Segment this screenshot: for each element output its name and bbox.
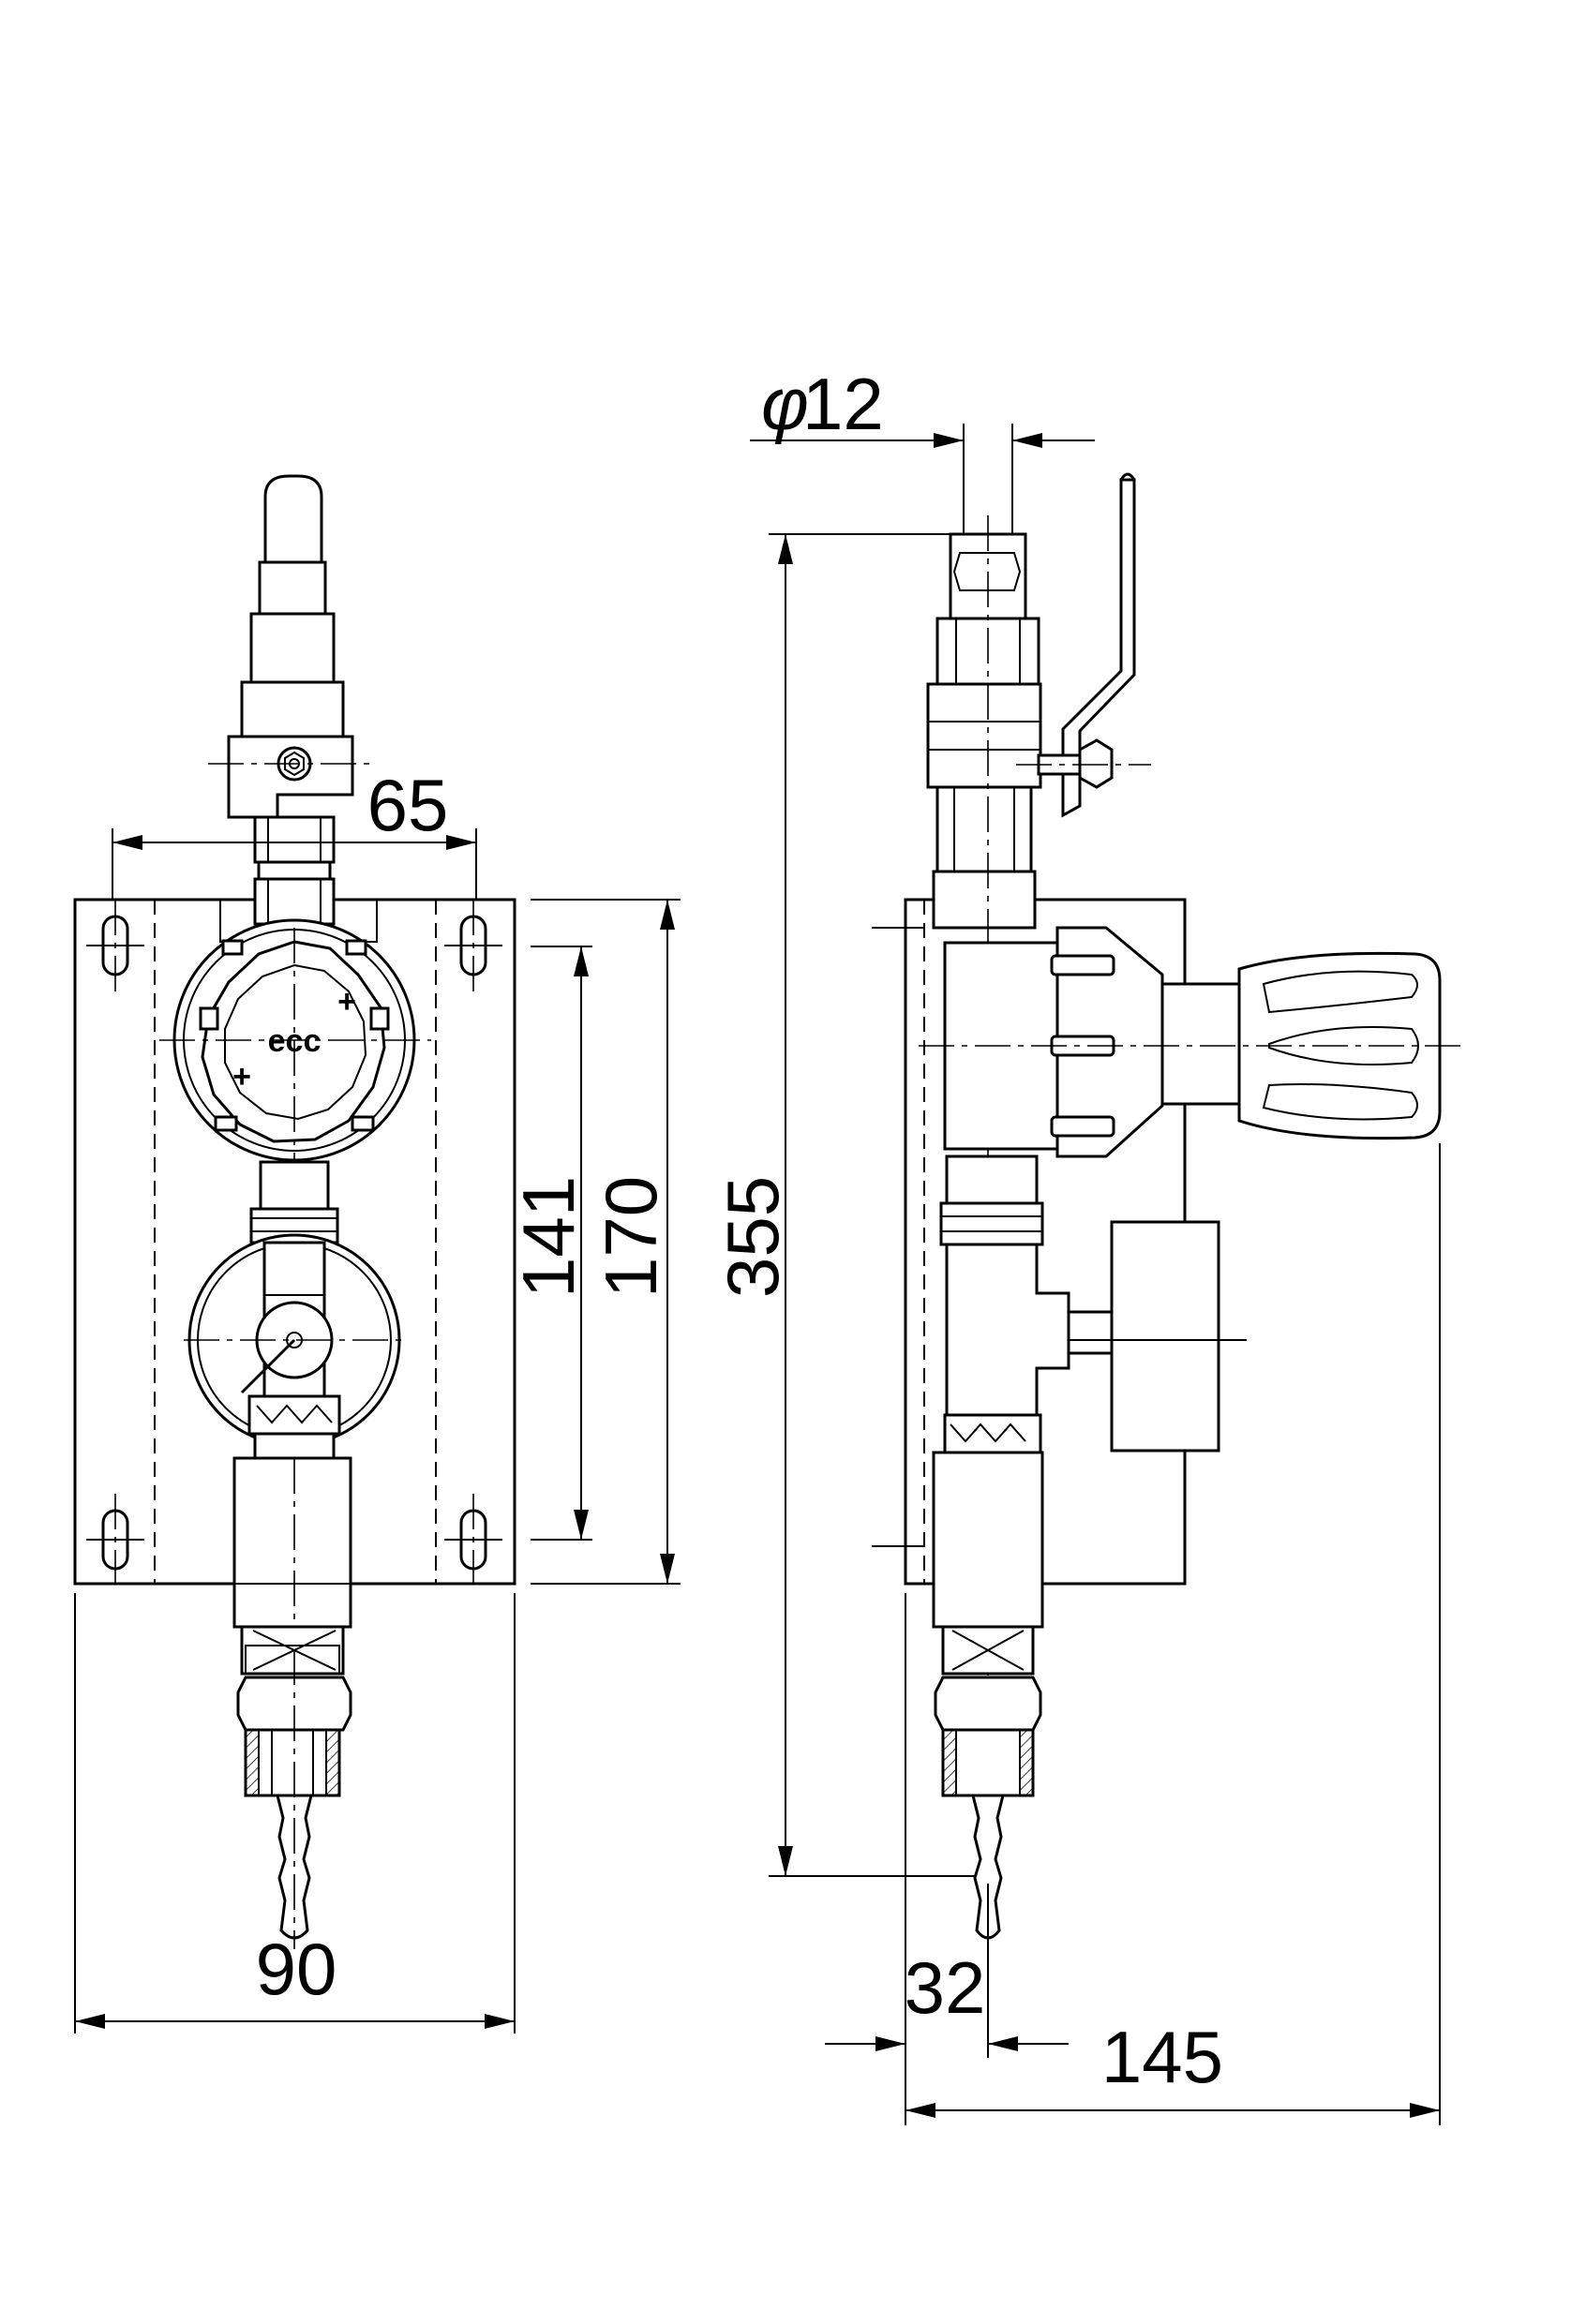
plus-mark-right: + [337, 984, 356, 1020]
brand-logo: ecc [268, 1023, 322, 1059]
dimension-90-label: 90 [256, 1928, 337, 2010]
front-pressure-gauge [184, 1233, 405, 1460]
diameter-symbol: φ [761, 363, 809, 445]
dimension-65-label: 65 [367, 764, 449, 846]
dimension-355-label: 355 [711, 1176, 794, 1298]
side-outlet-block [932, 1451, 1044, 1940]
mounting-slot-top-left [86, 900, 144, 991]
mounting-slot-bottom-right [444, 1494, 502, 1584]
dimension-141-label: 141 [507, 1176, 590, 1298]
front-ball-valve [208, 474, 370, 819]
front-outlet-block [232, 1456, 352, 1676]
front-upper-fittings [253, 815, 336, 926]
front-view: ecc + + [73, 474, 516, 1949]
dimension-141: 141 [507, 946, 592, 1541]
dimension-32-label: 32 [905, 1946, 986, 2029]
side-view [872, 472, 1462, 1940]
dimension-32: 32 [825, 1593, 1069, 2125]
dimension-145-label: 145 [1101, 2016, 1223, 2098]
side-regulator [919, 926, 1462, 1158]
front-middle-fittings [249, 1160, 339, 1244]
side-valve-lever [1016, 472, 1151, 818]
dimension-diameter-12: φ 12 [750, 363, 1095, 534]
dimension-355: 355 [711, 533, 975, 1877]
dimension-145: 145 [905, 1143, 1441, 2125]
front-hose-connector [236, 1649, 352, 1949]
front-pressure-regulator: ecc + + [159, 918, 431, 1162]
dimension-170-label: 170 [590, 1176, 672, 1298]
side-inlet [926, 515, 1042, 1874]
side-gauge [939, 1155, 1247, 1454]
dimension-90: 90 [74, 1593, 516, 2034]
mounting-slot-top-right [444, 900, 502, 991]
dimension-170: 170 [531, 899, 681, 1585]
dimensions: 65 141 170 90 [74, 363, 1441, 2125]
plus-mark-left: + [232, 1059, 251, 1095]
dimension-65: 65 [112, 764, 477, 900]
mounting-slots [86, 900, 502, 1584]
dimension-diameter-12-label: 12 [802, 363, 884, 445]
mounting-slot-bottom-left [86, 1494, 144, 1584]
